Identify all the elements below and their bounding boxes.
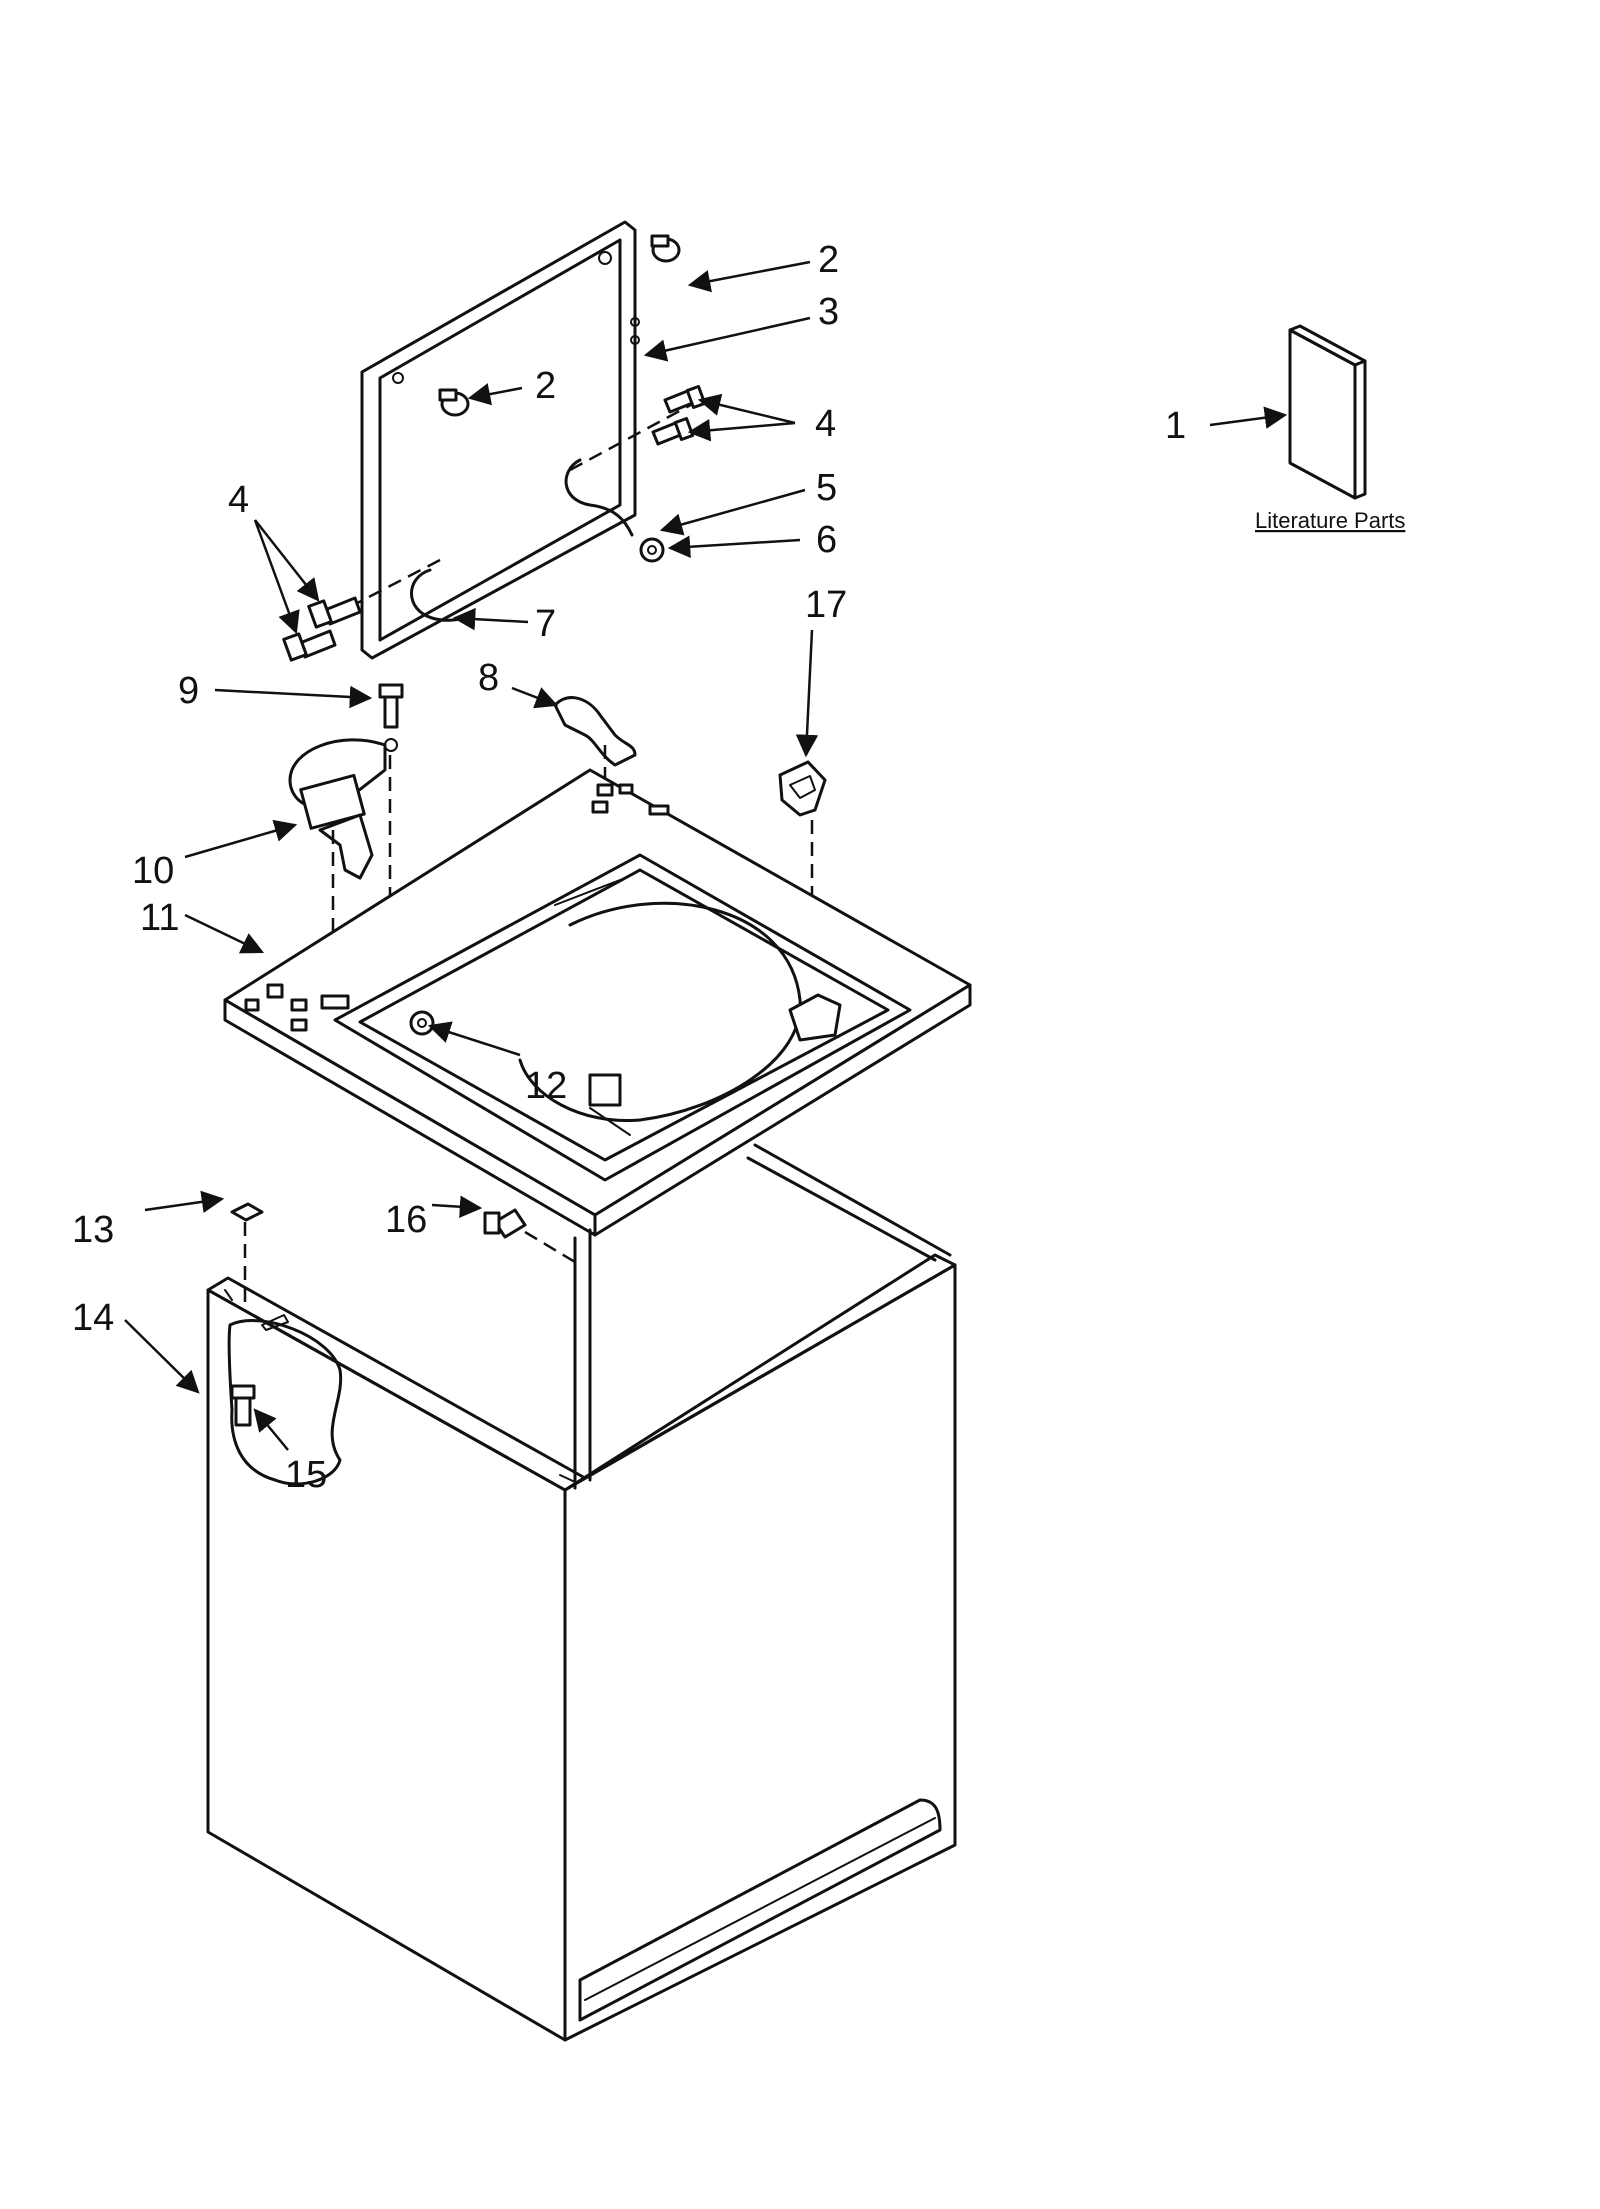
hinge-rod-right (564, 458, 634, 537)
callout-7: 7 (535, 603, 556, 645)
callout-17: 17 (805, 584, 847, 626)
hinge-screw-left (282, 596, 362, 662)
lid-switch-clip (553, 696, 637, 767)
clip-nut (230, 1202, 264, 1222)
cabinet-screw (230, 1384, 256, 1427)
hinge-clip (639, 537, 665, 563)
hinge-screw (651, 384, 707, 446)
top-screw (483, 1208, 527, 1239)
callout-15: 15 (285, 1454, 327, 1496)
callout-8: 8 (478, 657, 499, 699)
callout-1: 1 (1165, 405, 1186, 447)
callout-4-right: 4 (815, 403, 836, 445)
lid-bumper-top (650, 234, 681, 263)
callout-9: 9 (178, 670, 199, 712)
lid-door-stop (778, 760, 827, 817)
leader-lines (124, 260, 1288, 1451)
callout-6: 6 (816, 519, 837, 561)
callout-4-left: 4 (228, 479, 249, 521)
callout-12: 12 (525, 1065, 567, 1107)
callout-5: 5 (816, 467, 837, 509)
callout-11: 11 (140, 897, 179, 939)
washer-top (223, 768, 972, 1237)
lid-switch-assembly (288, 738, 387, 880)
callout-16: 16 (385, 1199, 427, 1241)
callout-2-top: 2 (818, 239, 839, 281)
switch-screw (378, 683, 404, 752)
cabinet (206, 1143, 957, 2042)
lid (360, 220, 640, 660)
callout-3: 3 (818, 291, 839, 333)
callout-10: 10 (132, 850, 174, 892)
callout-2-middle: 2 (535, 365, 556, 407)
callout-13: 13 (72, 1209, 114, 1251)
callout-14: 14 (72, 1297, 114, 1339)
literature-parts-caption: Literature Parts (1255, 508, 1405, 533)
literature-parts-booklet (1288, 324, 1367, 500)
